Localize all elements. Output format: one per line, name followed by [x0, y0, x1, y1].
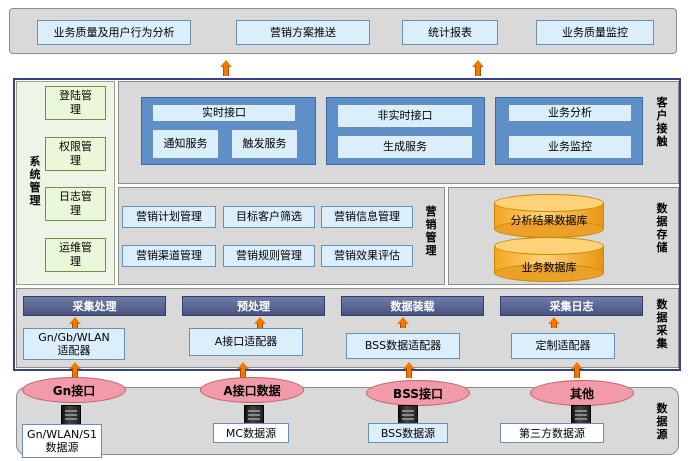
analysis-result-db: 分析结果数据库: [494, 194, 604, 238]
business-db-label: 业务数据库: [521, 261, 577, 274]
data-collection-label: 数据采集: [656, 298, 668, 350]
trigger-service: 触发服务: [231, 129, 298, 159]
preprocess-bar: 预处理: [182, 296, 325, 316]
up-arrow-top-left: [220, 60, 232, 76]
customer-contact-label: 客户接触: [656, 96, 668, 148]
marketing-mgmt-panel: [118, 187, 445, 285]
system-item-permission: 权限管理: [45, 137, 106, 171]
marketing-info-mgmt: 营销信息管理: [321, 206, 413, 228]
a-interface-adapter: A接口适配器: [189, 328, 303, 356]
gn-interface-oval: Gn接口: [22, 377, 126, 403]
mc-source: MC数据源: [213, 423, 289, 443]
custom-adapter: 定制适配器: [511, 333, 615, 359]
up-arrow-collect-4: [548, 317, 560, 328]
collect-log-bar: 采集日志: [500, 296, 643, 316]
data-source-label: 数据源: [656, 402, 668, 441]
target-customer-filter: 目标客户筛选: [223, 206, 315, 228]
system-item-log: 日志管理: [45, 187, 106, 221]
business-analysis: 业务分析: [508, 104, 632, 122]
up-arrow-collect-1: [69, 317, 81, 328]
realtime-interface-title: 实时接口: [152, 104, 296, 122]
notify-service: 通知服务: [152, 129, 219, 159]
data-storage-label: 数据存储: [656, 202, 668, 254]
marketing-mgmt-label: 营销管理: [425, 205, 437, 257]
data-load-bar: 数据装载: [341, 296, 484, 316]
marketing-effect-eval: 营销效果评估: [321, 245, 413, 267]
top-item-quality-monitor: 业务质量监控: [536, 20, 654, 45]
top-item-behavior-analysis: 业务质量及用户行为分析: [37, 20, 191, 45]
system-item-ops: 运维管理: [45, 238, 106, 272]
up-arrow-source-2: [237, 362, 249, 378]
bss-data-adapter: BSS数据适配器: [346, 333, 460, 359]
marketing-plan-mgmt: 营销计划管理: [122, 206, 216, 228]
up-arrow-top-right: [472, 60, 484, 76]
third-party-source: 第三方数据源: [500, 423, 604, 443]
up-arrow-collect-3: [397, 317, 409, 328]
up-arrow-source-1: [69, 362, 81, 378]
bss-interface-oval: BSS接口: [366, 380, 470, 406]
gn-wlan-s1-source: Gn/WLAN/S1数据源: [22, 424, 102, 458]
a-interface-data-oval: A接口数据: [200, 377, 304, 403]
top-item-marketing-push: 营销方案推送: [236, 20, 370, 45]
system-item-login: 登陆管理: [45, 86, 106, 120]
top-item-stats-report: 统计报表: [402, 20, 498, 45]
nonrealtime-interface-title: 非实时接口: [337, 104, 473, 128]
other-oval: 其他: [530, 380, 634, 406]
up-arrow-collect-2: [254, 317, 266, 328]
marketing-rule-mgmt: 营销规则管理: [223, 245, 315, 267]
system-mgmt-label: 系统管理: [29, 155, 41, 207]
analysis-result-db-label: 分析结果数据库: [510, 214, 588, 227]
up-arrow-source-4: [571, 362, 583, 378]
generate-service: 生成服务: [337, 135, 473, 159]
gn-gb-wlan-adapter: Gn/Gb/WLAN适配器: [23, 328, 125, 360]
bss-source: BSS数据源: [368, 423, 448, 443]
up-arrow-source-3: [403, 362, 415, 378]
business-db: 业务数据库: [494, 237, 604, 283]
collect-process-bar: 采集处理: [23, 296, 166, 316]
business-monitor: 业务监控: [508, 135, 632, 159]
marketing-channel-mgmt: 营销渠道管理: [122, 245, 216, 267]
